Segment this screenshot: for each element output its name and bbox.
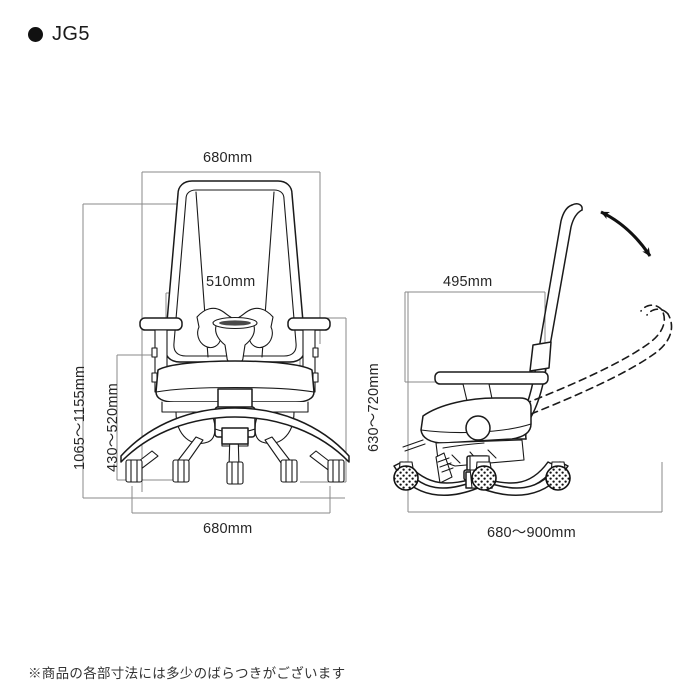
seat-mechanism-side: [435, 415, 525, 484]
filled-circle-icon: [28, 26, 43, 42]
chair-base-side: [393, 455, 571, 497]
dimension-label-front-backrest-width: 510mm: [206, 274, 256, 290]
model-name-label: JG5: [52, 23, 90, 45]
dimension-label-side-seat-depth: 495mm: [443, 274, 493, 290]
caster: [125, 459, 143, 483]
caster: [545, 461, 571, 491]
footnote-text: ※商品の各部寸法には多少のばらつきがございます: [28, 666, 346, 681]
caster: [327, 459, 345, 483]
dimension-label-front-overall-height: 1065〜1155mm: [72, 365, 88, 470]
caster: [393, 461, 419, 491]
page-title: JG5: [28, 24, 90, 44]
dimension-label-front-seat-height: 430〜520mm: [105, 383, 121, 472]
dimension-label-front-arm-height: 630〜720mm: [366, 363, 382, 452]
caster: [172, 459, 190, 483]
front-view-group: [82, 171, 350, 514]
caster: [280, 459, 298, 483]
caster: [471, 461, 497, 491]
reclined-backrest-outline: [523, 304, 673, 415]
dimension-label-front-base-width: 680mm: [203, 521, 253, 537]
caster: [226, 461, 244, 485]
dimension-label-side-overall-depth: 680〜900mm: [487, 525, 576, 541]
side-view-group: [393, 203, 673, 513]
lumbar-support: [196, 307, 274, 383]
dimension-label-front-overall-width-top: 680mm: [203, 150, 253, 166]
chair-base: [120, 407, 350, 485]
recline-double-arrow-icon: [600, 210, 652, 257]
